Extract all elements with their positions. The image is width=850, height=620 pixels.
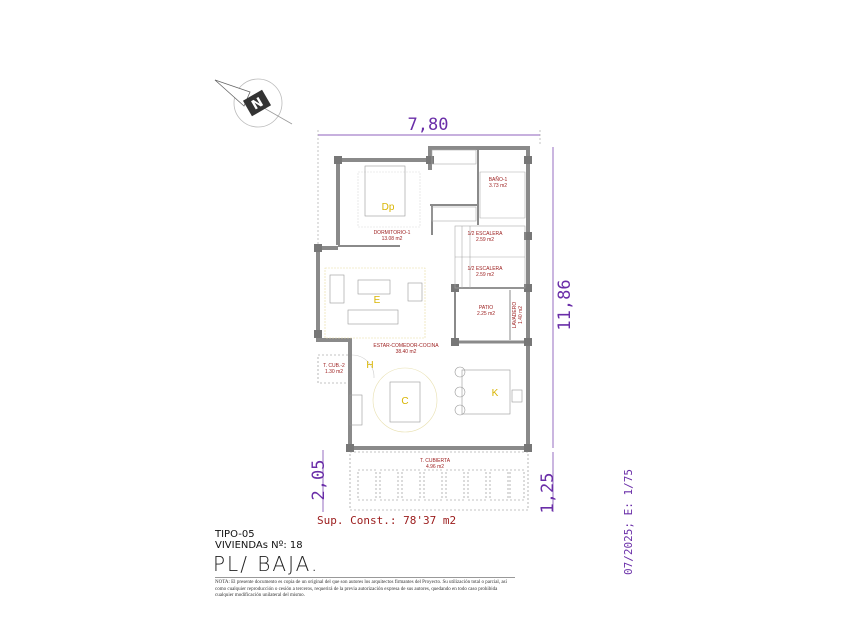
room-name-escalera-1: 1/2 ESCALERA — [467, 231, 503, 237]
room-area-dormitorio: 13.08 m2 — [382, 236, 403, 242]
room-name-tcubierta: T. CUBIERTA — [420, 458, 451, 464]
room-area-lavadero: 1.40 m2 — [518, 306, 524, 324]
room-area-bano: 3.73 m2 — [489, 183, 507, 189]
room-name-patio: PATIO — [479, 305, 493, 311]
room-area-escalera-2: 2.59 m2 — [476, 272, 494, 278]
room-area-tcub2: 1.30 m2 — [325, 369, 343, 375]
room-area-patio: 2.25 m2 — [477, 311, 495, 317]
room-name-estar: ESTAR-COMEDOR-COCINA — [373, 343, 439, 349]
room-name-lavadero: LAVADERO — [512, 302, 518, 329]
zone-tag-comedor: C — [401, 396, 408, 407]
viviendas: VIVIENDAs Nº: 18 — [215, 540, 303, 551]
stairs — [431, 149, 526, 289]
type-info: TIPO-05 VIVIENDAs Nº: 18 — [215, 529, 303, 551]
terraces — [317, 354, 529, 511]
north-compass-icon: N — [214, 78, 293, 128]
legal-note: NOTA: El presente documento es copia de … — [215, 577, 515, 600]
columns — [314, 156, 532, 452]
room-name-tcub2: T. CUB.-2 — [323, 363, 345, 369]
dimension-height: 11,86 — [555, 279, 575, 330]
dimension-width: 7,80 — [408, 115, 449, 135]
room-name-bano: BAÑO-1 — [489, 176, 508, 183]
plan-title: PL/ BAJA. — [213, 552, 320, 576]
zone-tag-cocina: K — [492, 388, 499, 399]
room-name-escalera-2: 1/2 ESCALERA — [467, 266, 503, 272]
tipo: TIPO-05 — [215, 529, 255, 540]
room-name-dormitorio: DORMITORIO-1 — [374, 230, 411, 236]
date-scale: 07/2025; E: 1/75 — [622, 469, 635, 575]
room-area-tcubierta: 4.96 m2 — [426, 464, 444, 470]
zone-tag-dormitorio: Dp — [382, 202, 395, 213]
walls — [316, 146, 530, 450]
room-area-estar: 38.40 m2 — [396, 349, 417, 355]
zone-tag-hall: H — [366, 360, 373, 371]
dimension-terrace-right: 1,25 — [538, 473, 558, 514]
dimension-lines — [317, 130, 554, 512]
furniture — [324, 165, 523, 433]
zone-tag-estar: E — [374, 295, 381, 306]
dimension-terrace-left: 2,05 — [309, 460, 329, 501]
built-area: Sup. Const.: 78'37 m2 — [317, 514, 457, 527]
room-area-escalera-1: 2.59 m2 — [476, 237, 494, 243]
